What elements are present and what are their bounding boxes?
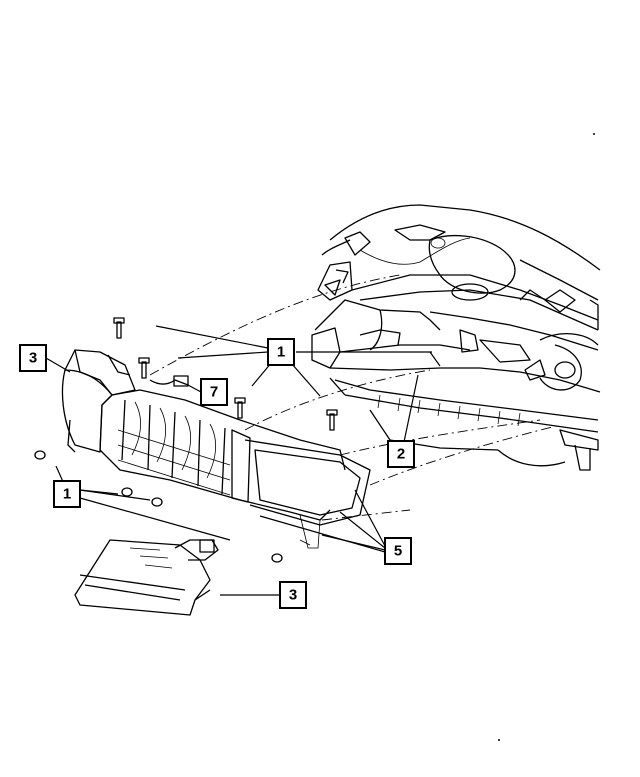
fastener-lower-left bbox=[34, 450, 283, 563]
callout-5: 5 bbox=[384, 537, 412, 565]
fastener-top-left bbox=[113, 317, 125, 339]
callout-3-bottom-label: 3 bbox=[289, 587, 297, 604]
vehicle-front-structure bbox=[311, 204, 601, 471]
speck bbox=[593, 133, 595, 135]
callout-2-label: 2 bbox=[397, 446, 405, 463]
fastener-center bbox=[234, 397, 246, 419]
leader-lines bbox=[45, 325, 441, 596]
headlamp-assembly bbox=[74, 539, 219, 616]
callout-7: 7 bbox=[200, 378, 228, 406]
callout-1-top: 1 bbox=[267, 338, 295, 366]
fastener-right bbox=[326, 409, 338, 431]
fastener-mid-left bbox=[138, 357, 150, 379]
callout-3-left: 3 bbox=[19, 344, 47, 372]
callout-2: 2 bbox=[387, 440, 415, 468]
speck bbox=[498, 739, 500, 741]
callout-5-label: 5 bbox=[394, 543, 402, 560]
grille-reinforcement bbox=[34, 317, 371, 563]
callout-1-bottom-label: 1 bbox=[63, 486, 71, 503]
callout-1-bottom: 1 bbox=[53, 480, 81, 508]
callout-3-left-label: 3 bbox=[29, 350, 37, 367]
callout-3-bottom: 3 bbox=[279, 581, 307, 609]
callout-7-label: 7 bbox=[210, 384, 218, 401]
callout-1-top-label: 1 bbox=[277, 344, 285, 361]
